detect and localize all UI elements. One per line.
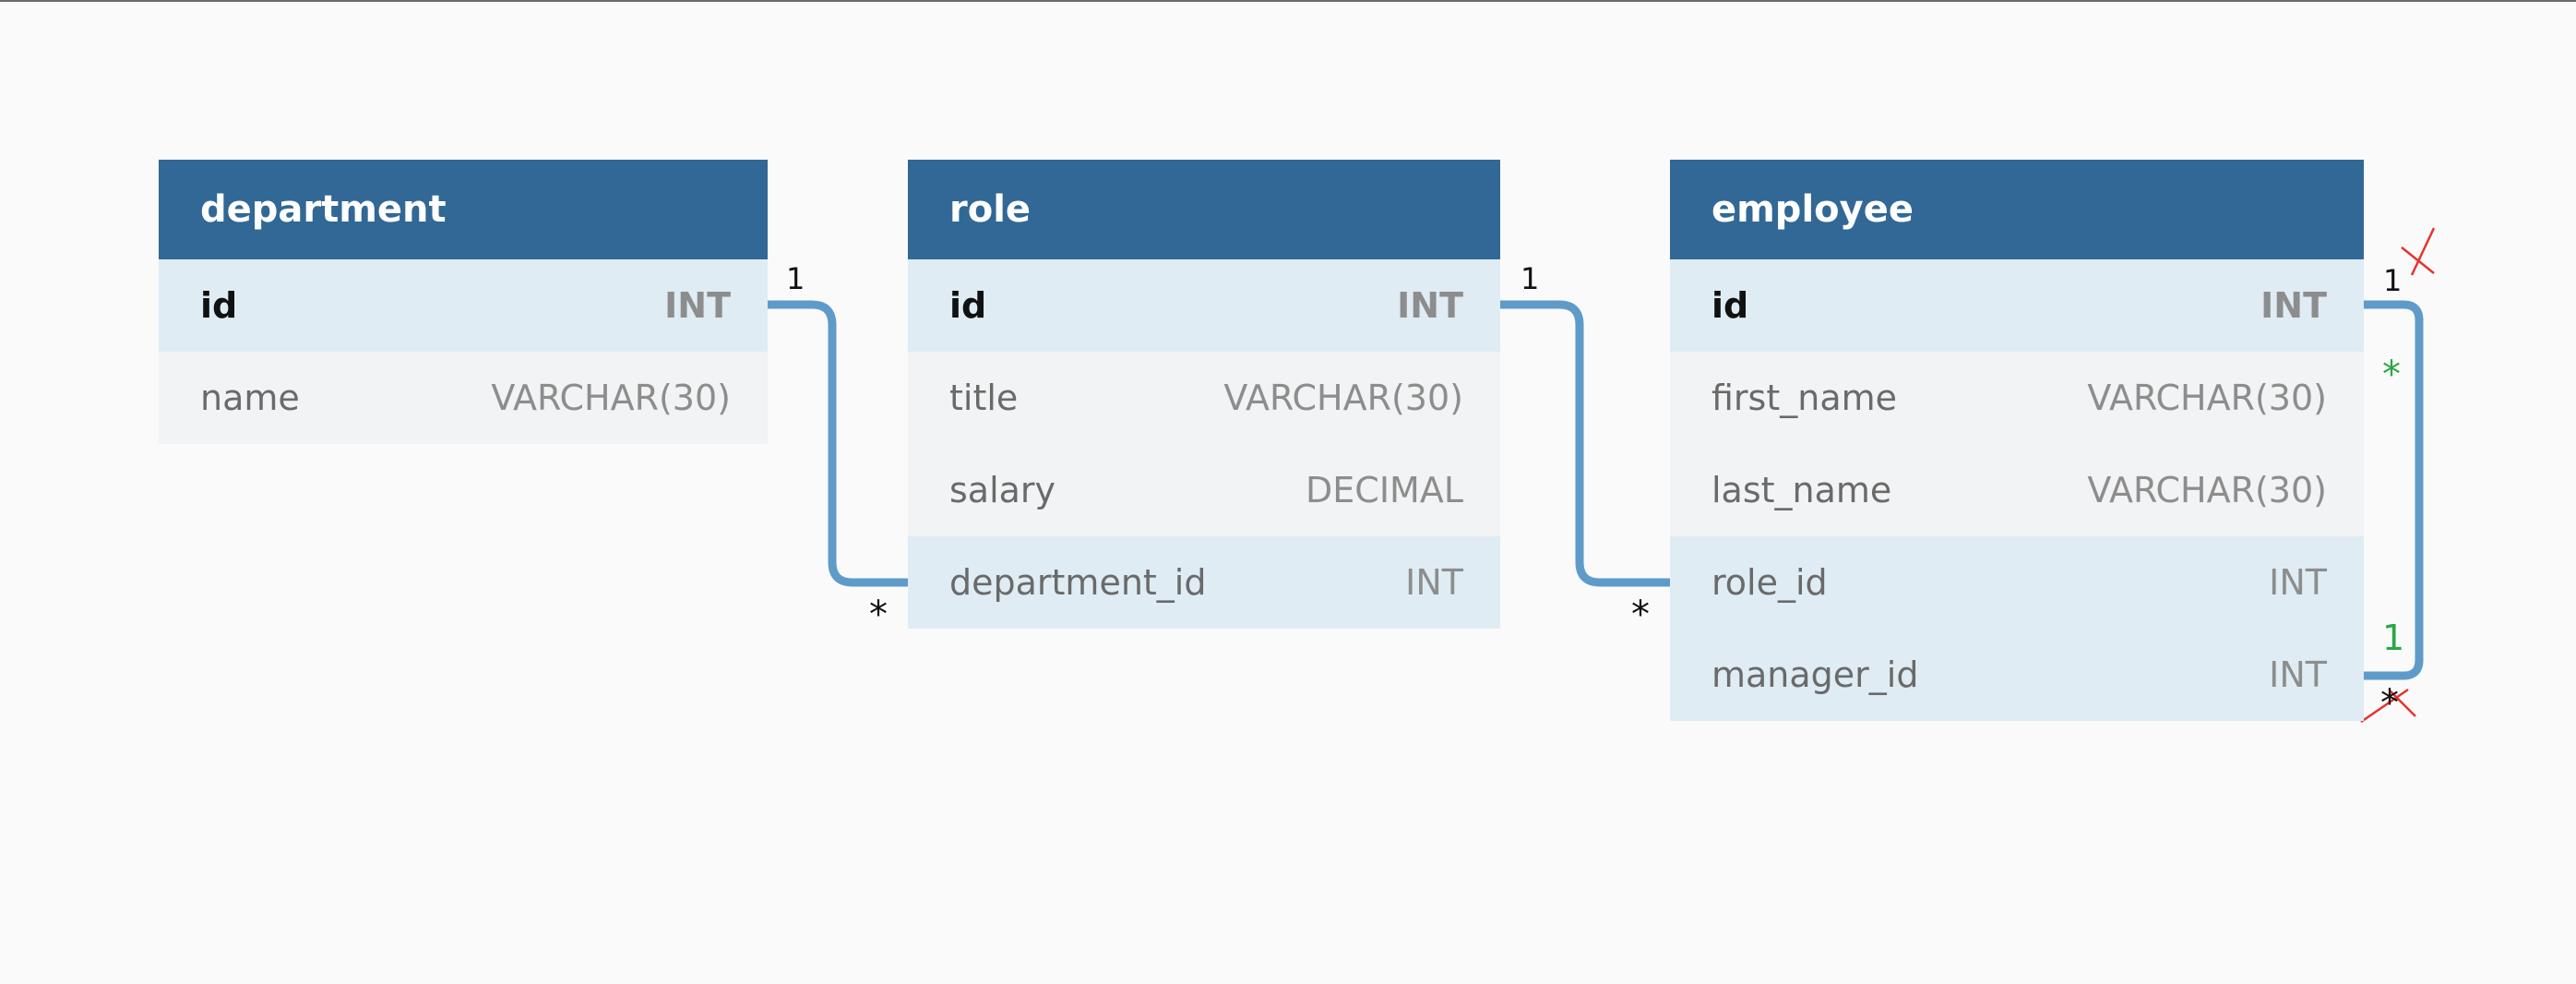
column-name: first_name bbox=[1711, 378, 1898, 418]
column-type: INT bbox=[664, 285, 731, 326]
column-type: VARCHAR(30) bbox=[1223, 378, 1463, 418]
cardinality-label: * bbox=[2380, 682, 2399, 725]
column-type: INT bbox=[2260, 285, 2327, 326]
table-department[interactable]: department id INT name VARCHAR(30) bbox=[159, 160, 768, 444]
column-type: INT bbox=[1405, 562, 1463, 603]
column-type: DECIMAL bbox=[1306, 470, 1463, 510]
cardinality-label: * bbox=[869, 594, 888, 636]
column-name: title bbox=[949, 378, 1019, 418]
column-type: INT bbox=[2269, 562, 2327, 603]
column-row: manager_id INT bbox=[1670, 629, 2364, 721]
column-row: name VARCHAR(30) bbox=[159, 352, 768, 444]
table-role[interactable]: role id INT title VARCHAR(30) salary DEC… bbox=[908, 160, 1500, 629]
table-title: role bbox=[908, 160, 1500, 259]
column-name: id bbox=[1711, 285, 1749, 326]
cardinality-label: 1 bbox=[1521, 261, 1540, 296]
table-title: employee bbox=[1670, 160, 2364, 259]
column-row: department_id INT bbox=[908, 536, 1500, 629]
column-type: VARCHAR(30) bbox=[2087, 378, 2327, 418]
column-row: id INT bbox=[1670, 259, 2364, 352]
column-row: salary DECIMAL bbox=[908, 444, 1500, 536]
column-type: VARCHAR(30) bbox=[491, 378, 731, 418]
column-row: id INT bbox=[159, 259, 768, 352]
column-name: salary bbox=[949, 470, 1056, 510]
column-type: INT bbox=[1397, 285, 1463, 326]
column-type: VARCHAR(30) bbox=[2087, 470, 2327, 510]
column-name: role_id bbox=[1711, 562, 1828, 603]
cardinality-label: * bbox=[1631, 594, 1650, 636]
cardinality-label: 1 bbox=[786, 261, 805, 296]
connector-role-employee bbox=[1500, 300, 1670, 587]
column-type: INT bbox=[2269, 654, 2327, 695]
column-row: role_id INT bbox=[1670, 536, 2364, 629]
connector-department-role bbox=[766, 300, 908, 587]
column-name: department_id bbox=[949, 562, 1207, 603]
cardinality-annotation-green-star: * bbox=[2382, 354, 2401, 396]
column-row: title VARCHAR(30) bbox=[908, 352, 1500, 444]
column-row: first_name VARCHAR(30) bbox=[1670, 352, 2364, 444]
column-name: last_name bbox=[1711, 470, 1892, 510]
cardinality-annotation-green-one: 1 bbox=[2382, 618, 2405, 658]
red-cross-bottom bbox=[2360, 688, 2416, 724]
column-name: name bbox=[200, 378, 300, 418]
column-row: last_name VARCHAR(30) bbox=[1670, 444, 2364, 536]
table-title: department bbox=[159, 160, 768, 259]
column-row: id INT bbox=[908, 259, 1500, 352]
column-name: id bbox=[200, 285, 238, 326]
cardinality-label: 1 bbox=[2383, 263, 2403, 298]
red-cross-top bbox=[2401, 227, 2436, 276]
top-border bbox=[0, 0, 2576, 2]
table-employee[interactable]: employee id INT first_name VARCHAR(30) l… bbox=[1670, 160, 2364, 721]
column-name: id bbox=[949, 285, 987, 326]
column-name: manager_id bbox=[1711, 654, 1919, 695]
connector-employee-self bbox=[2364, 300, 2424, 680]
